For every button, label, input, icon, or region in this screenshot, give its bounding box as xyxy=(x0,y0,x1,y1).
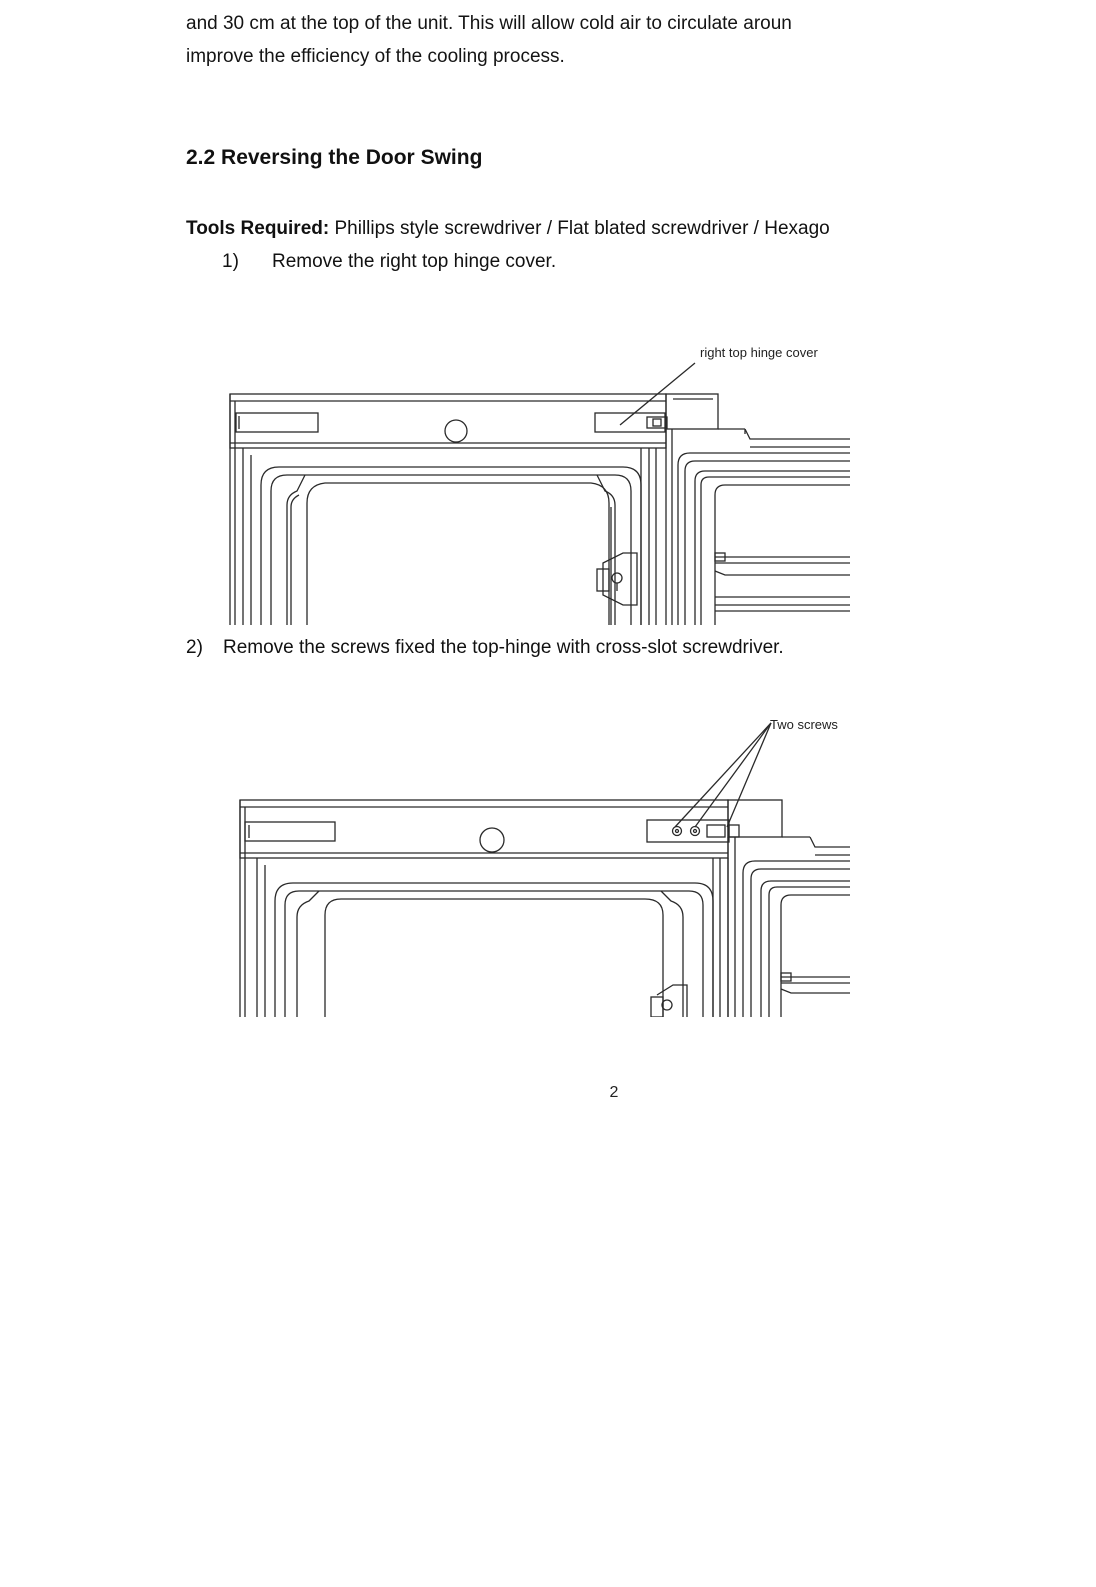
step-1-text: Remove the right top hinge cover. xyxy=(272,251,557,272)
figure-1-callout: right top hinge cover xyxy=(700,345,818,360)
figure-2-drawing: Two screws xyxy=(239,717,850,1017)
figure-2-two-screws: Two screws xyxy=(235,705,850,1017)
tools-label: Tools Required: xyxy=(186,218,330,239)
tools-required: Tools Required: Phillips style screwdriv… xyxy=(186,218,848,240)
figure-1-drawing: right top hinge cover xyxy=(229,345,850,625)
tools-text: Phillips style screwdriver / Flat blated… xyxy=(329,218,830,239)
intro-line-2: improve the efficiency of the cooling pr… xyxy=(186,46,565,67)
step-2: 2) Remove the screws fixed the top-hinge … xyxy=(186,637,784,659)
intro-line-1: and 30 cm at the top of the unit. This w… xyxy=(186,13,792,34)
step-2-number: 2) xyxy=(186,637,203,658)
section-heading: 2.2 Reversing the Door Swing xyxy=(186,146,483,169)
step-1-number: 1) xyxy=(222,251,239,272)
figure-1-hinge-cover: right top hinge cover xyxy=(225,335,850,625)
figure-2-callout: Two screws xyxy=(770,717,838,732)
step-2-text: Remove the screws fixed the top-hinge wi… xyxy=(223,637,784,658)
step-1: 1) Remove the right top hinge cover. xyxy=(222,251,556,273)
page-number: 2 xyxy=(609,1084,619,1101)
